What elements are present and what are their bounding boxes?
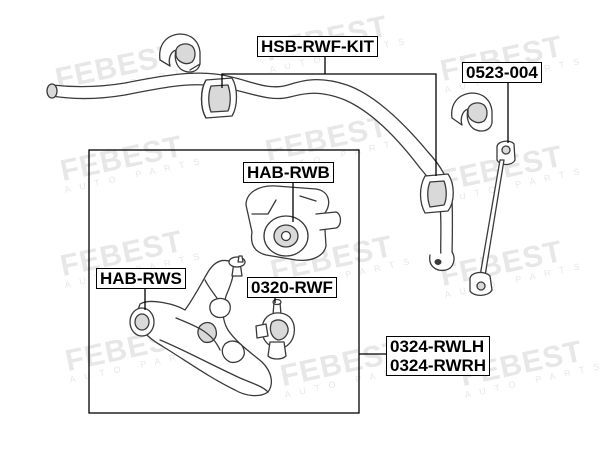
- lower-control-arm: [129, 255, 273, 397]
- stabilizer-kit-label: HSB-RWF-KIT: [257, 36, 378, 57]
- rear-arm-bushing-label: HAB-RWB: [243, 162, 334, 183]
- rear-arm-bushing: [245, 185, 342, 262]
- control-arm-callout-box: [88, 149, 360, 414]
- stabilizer-link: [469, 140, 516, 297]
- ball-joint-label: 0320-RWF: [247, 277, 337, 298]
- bar-bushing-right: [419, 173, 454, 214]
- ball-joint: [255, 298, 296, 360]
- control-arm-label: 0324-RWLH 0324-RWRH: [386, 336, 491, 376]
- leader-lines: [144, 54, 509, 355]
- bushing-top-left: [159, 33, 201, 73]
- control-arm-left-label: 0324-RWLH: [390, 337, 485, 356]
- bushing-top-right: [451, 92, 493, 132]
- control-arm-right-label: 0324-RWRH: [390, 356, 487, 375]
- front-arm-bushing-label: HAB-RWS: [96, 268, 186, 289]
- stabilizer-link-label: 0523-004: [462, 62, 542, 83]
- bar-bushing-left: [200, 77, 238, 119]
